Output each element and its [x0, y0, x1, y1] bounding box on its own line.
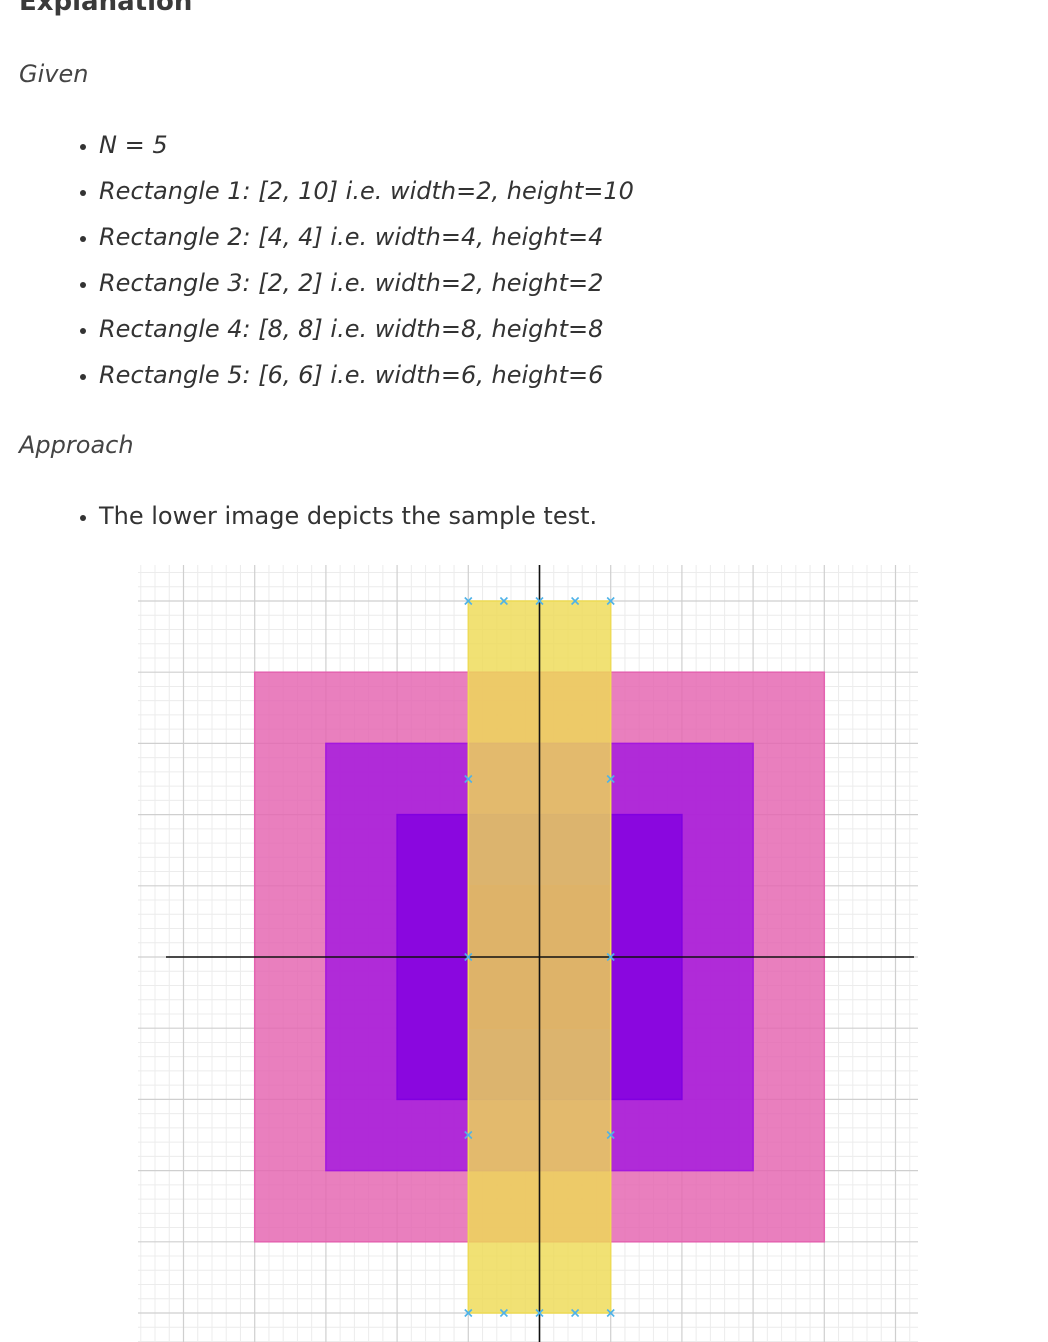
marker-stroke — [535, 596, 544, 606]
marker-stroke — [464, 1130, 473, 1140]
point-marker — [464, 952, 473, 962]
marker-stroke — [606, 774, 615, 784]
point-marker — [571, 596, 580, 606]
point-marker — [499, 596, 508, 606]
given-list: N = 5 Rectangle 1: [2, 10] i.e. width=2,… — [0, 122, 999, 398]
point-marker — [606, 596, 615, 606]
approach-label: Approach — [19, 431, 134, 459]
markers-layer — [464, 596, 615, 1318]
point-marker — [535, 596, 544, 606]
given-item-rectangle-5: Rectangle 5: [6, 6] i.e. width=6, height… — [99, 352, 999, 398]
point-marker — [535, 1308, 544, 1318]
point-marker — [606, 952, 615, 962]
given-item-rectangle-1: Rectangle 1: [2, 10] i.e. width=2, heigh… — [99, 168, 999, 214]
marker-stroke — [464, 1308, 473, 1318]
marker-stroke — [464, 952, 473, 962]
approach-list: The lower image depicts the sample test. — [0, 493, 999, 539]
point-marker — [464, 1308, 473, 1318]
marker-stroke — [571, 1308, 580, 1318]
given-item-rectangle-4: Rectangle 4: [8, 8] i.e. width=8, height… — [99, 306, 999, 352]
approach-item: The lower image depicts the sample test. — [99, 493, 999, 539]
sample-test-figure — [138, 565, 918, 1342]
marker-stroke — [571, 596, 580, 606]
marker-stroke — [606, 952, 615, 962]
point-marker — [606, 774, 615, 784]
given-item-n: N = 5 — [99, 122, 999, 168]
point-marker — [606, 1308, 615, 1318]
point-marker — [571, 1308, 580, 1318]
marker-stroke — [535, 1308, 544, 1318]
point-marker — [464, 1130, 473, 1140]
marker-stroke — [464, 596, 473, 606]
point-marker — [606, 1130, 615, 1140]
marker-stroke — [464, 774, 473, 784]
point-marker — [464, 774, 473, 784]
explanation-heading: Explanation — [19, 0, 193, 17]
marker-stroke — [606, 1308, 615, 1318]
marker-stroke — [606, 596, 615, 606]
given-item-rectangle-2: Rectangle 2: [4, 4] i.e. width=4, height… — [99, 214, 999, 260]
marker-stroke — [499, 596, 508, 606]
given-item-rectangle-3: Rectangle 3: [2, 2] i.e. width=2, height… — [99, 260, 999, 306]
point-marker — [499, 1308, 508, 1318]
axes-layer — [166, 565, 914, 1342]
marker-stroke — [499, 1308, 508, 1318]
marker-stroke — [606, 1130, 615, 1140]
point-marker — [464, 596, 473, 606]
given-label: Given — [19, 60, 89, 88]
